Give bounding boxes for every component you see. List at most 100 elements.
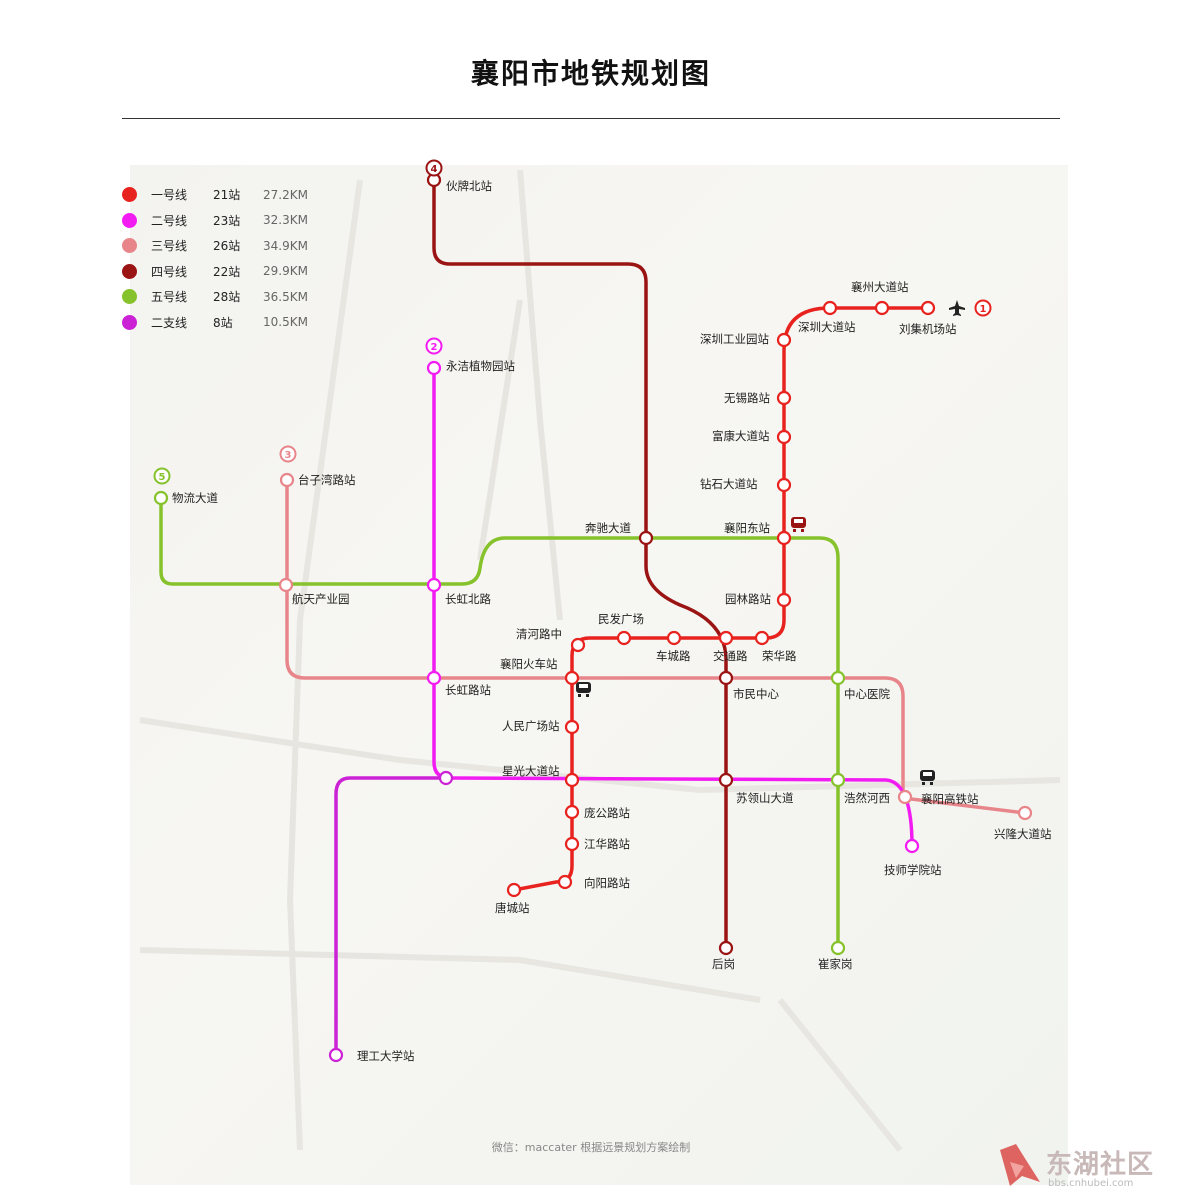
station-label: 民发广场	[598, 612, 644, 626]
station-marker[interactable]	[830, 670, 846, 686]
station-label: 钻石大道站	[700, 477, 758, 491]
station-marker[interactable]	[564, 772, 580, 788]
station-label: 长虹北路	[445, 592, 491, 606]
station-label: 深圳大道站	[798, 320, 856, 334]
watermark-text: 东湖社区	[1046, 1150, 1155, 1180]
station-label: 崔家岗	[818, 957, 853, 971]
station-label: 襄阳东站	[724, 521, 770, 535]
station-marker[interactable]	[754, 630, 770, 646]
station-label: 苏领山大道	[736, 791, 794, 805]
station-marker[interactable]	[718, 772, 734, 788]
station-marker[interactable]	[776, 429, 792, 445]
station-marker[interactable]	[153, 490, 169, 506]
svg-text:5: 5	[159, 472, 166, 483]
station-marker[interactable]	[328, 1047, 344, 1063]
station-marker[interactable]	[564, 719, 580, 735]
station-marker[interactable]	[776, 530, 792, 546]
station-marker[interactable]	[920, 300, 936, 316]
station-label: 车城路	[656, 649, 691, 663]
station-labels: 伙牌北站 襄州大道站 深圳大道站 刘集机场站 深圳工业园站 永洁植物园站 无锡路…	[172, 179, 1052, 1063]
line-badges: 1 2 3 4 5	[153, 159, 992, 485]
station-marker[interactable]	[666, 630, 682, 646]
station-marker[interactable]	[564, 804, 580, 820]
svg-text:3: 3	[285, 450, 292, 461]
station-label: 深圳工业园站	[700, 332, 769, 346]
station-label: 物流大道	[172, 491, 218, 505]
legend-color-dot	[122, 289, 137, 305]
station-marker[interactable]	[1017, 805, 1033, 821]
station-label: 星光大道站	[502, 764, 560, 778]
legend-color-dot	[122, 212, 137, 228]
branch-line-path	[334, 776, 446, 1055]
train-icon	[791, 517, 806, 532]
map-title: 襄阳市地铁规划图	[470, 57, 711, 90]
station-marker[interactable]	[438, 770, 454, 786]
map-credit: 微信：maccater 根据远景规划方案绘制	[491, 1141, 691, 1154]
station-marker[interactable]	[564, 670, 580, 686]
station-label: 台子湾路站	[298, 473, 356, 487]
station-marker[interactable]	[822, 300, 838, 316]
stations-layer	[153, 172, 1033, 1063]
station-label: 富康大道站	[712, 429, 770, 443]
station-marker[interactable]	[506, 882, 522, 898]
station-label: 中心医院	[844, 687, 890, 701]
station-label: 江华路站	[584, 837, 630, 851]
station-marker[interactable]	[776, 390, 792, 406]
train-icon	[576, 682, 591, 697]
station-marker[interactable]	[830, 772, 846, 788]
line-2-path	[432, 368, 914, 847]
station-marker[interactable]	[564, 836, 580, 852]
station-marker[interactable]	[718, 630, 734, 646]
station-label: 交通路	[713, 649, 748, 663]
station-marker[interactable]	[897, 789, 913, 805]
station-label: 襄阳火车站	[500, 657, 558, 671]
station-marker[interactable]	[426, 577, 442, 593]
station-label: 清河路中	[516, 627, 562, 641]
station-label: 园林路站	[725, 592, 771, 606]
station-marker[interactable]	[570, 637, 586, 653]
station-marker[interactable]	[874, 300, 890, 316]
station-marker[interactable]	[830, 940, 846, 956]
svg-text:1: 1	[980, 304, 987, 315]
station-label: 兴隆大道站	[994, 827, 1052, 841]
station-label: 市民中心	[733, 687, 779, 701]
station-marker[interactable]	[776, 332, 792, 348]
station-label: 刘集机场站	[899, 322, 957, 336]
station-marker[interactable]	[278, 577, 294, 593]
svg-text:2: 2	[431, 342, 438, 353]
station-label: 航天产业园	[292, 592, 350, 606]
title-divider	[122, 118, 1060, 119]
station-marker[interactable]	[426, 360, 442, 376]
station-marker[interactable]	[557, 874, 573, 890]
legend-color-dot	[122, 263, 137, 279]
line-3-badge: 3	[279, 445, 297, 463]
station-marker[interactable]	[718, 940, 734, 956]
station-marker[interactable]	[616, 630, 632, 646]
line-3-path	[285, 480, 1026, 815]
station-label: 长虹路站	[445, 683, 491, 697]
watermark-logo	[1000, 1144, 1040, 1186]
map-background	[130, 165, 1068, 1185]
base-roads	[139, 169, 1061, 1152]
line-5-path	[159, 498, 840, 948]
station-label: 伙牌北站	[446, 179, 492, 193]
legend-color-dot	[122, 314, 137, 330]
station-label: 荣华路	[762, 649, 797, 663]
line-4-badge: 4	[425, 159, 443, 177]
station-marker[interactable]	[904, 838, 920, 854]
station-label: 永洁植物园站	[446, 359, 515, 373]
station-marker[interactable]	[776, 477, 792, 493]
station-marker[interactable]	[426, 670, 442, 686]
station-marker[interactable]	[279, 472, 295, 488]
legend-color-dot	[122, 238, 137, 254]
station-marker[interactable]	[776, 592, 792, 608]
line-1-badge: 1	[974, 299, 992, 317]
station-marker[interactable]	[718, 670, 734, 686]
station-label: 人民广场站	[502, 719, 560, 733]
station-marker[interactable]	[638, 530, 654, 546]
